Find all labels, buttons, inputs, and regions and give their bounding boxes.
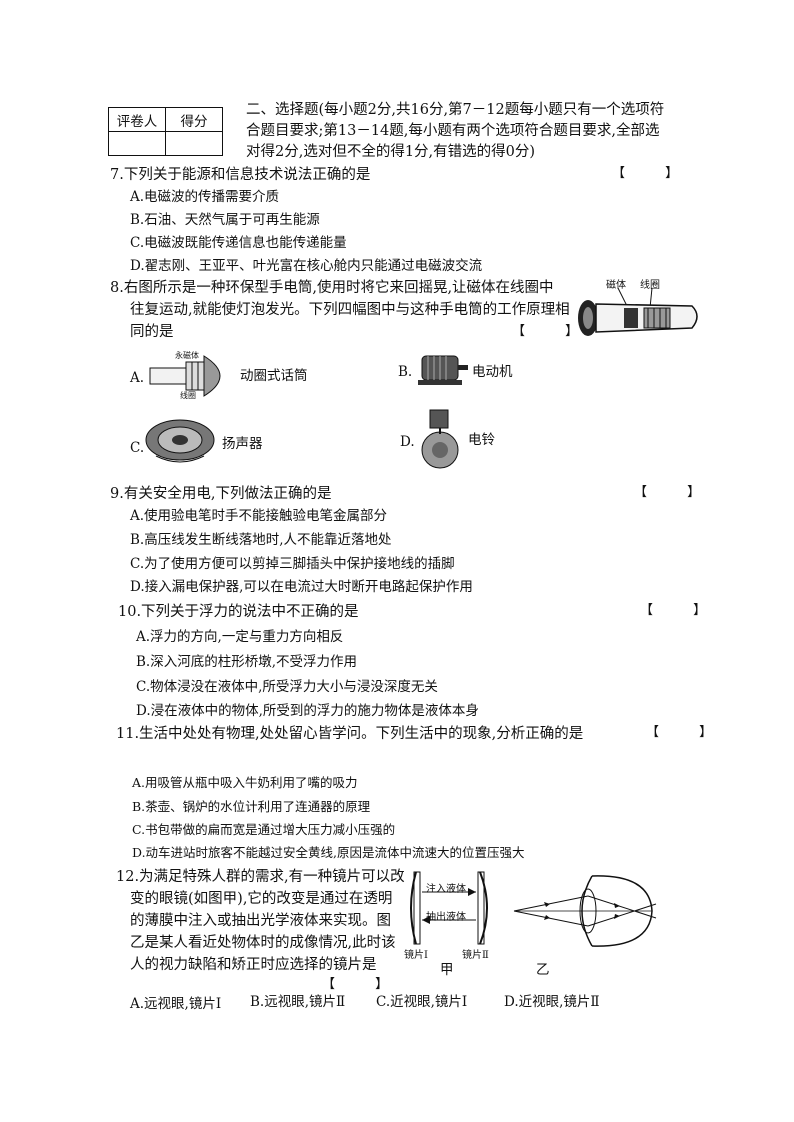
q12-stem-line5: 人的视力缺陷和矫正时应选择的镜片是: [130, 957, 377, 973]
section-header-line1: 二、选择题(每小题2分,共16分,第7－12题每小题只有一个选项符: [246, 102, 665, 118]
q7-answer-bracket[interactable]: 【 】: [612, 166, 697, 181]
q12-fig-inject-label: 注入液体: [426, 884, 466, 895]
q12-stem-line3: 的薄膜中注入或抽出光学液体来实现。图: [130, 913, 391, 929]
score-table: 评卷人 得分: [108, 107, 223, 156]
q10-option-a: A.浮力的方向,一定与重力方向相反: [136, 629, 344, 645]
q9-option-d: D.接入漏电保护器,可以在电流过大时断开电路起保护作用: [130, 579, 473, 595]
q7-option-b: B.石油、天然气属于可再生能源: [130, 212, 320, 228]
q10-stem: 10.下列关于浮力的说法中不正确的是: [118, 604, 359, 620]
q8-option-b-label: 电动机: [472, 364, 513, 380]
q8-answer-bracket[interactable]: 【 】: [512, 324, 597, 339]
q8-option-a-letter: A.: [130, 370, 145, 386]
q11-option-c: C.书包带做的扁而宽是通过增大压力减小压强的: [132, 822, 396, 837]
q10-option-d: D.浸在液体中的物体,所受到的浮力的施力物体是液体本身: [136, 703, 479, 719]
score-cell[interactable]: [165, 131, 223, 156]
q12-stem-line4: 乙是某人看近处物体时的成像情况,此时该: [130, 935, 396, 951]
q8-option-b-letter: B.: [398, 364, 413, 380]
q9-answer-bracket[interactable]: 【 】: [634, 485, 719, 500]
q8-stem-line3: 同的是: [130, 324, 174, 340]
q12-fig-lens2-label: 镜片Ⅱ: [462, 950, 489, 961]
q7-option-c: C.电磁波既能传递信息也能传递能量: [130, 235, 347, 251]
q7-option-d: D.翟志刚、王亚平、叶光富在核心舱内只能通过电磁波交流: [130, 258, 483, 274]
electric-motor-icon: [418, 355, 468, 385]
q12-option-b: B.远视眼,镜片Ⅱ: [250, 994, 346, 1010]
q9-stem: 9.有关安全用电,下列做法正确的是: [110, 486, 332, 502]
reviewer-cell[interactable]: [108, 131, 166, 156]
q8-option-a-label: 动圈式话筒: [240, 368, 308, 384]
speaker-icon: [145, 419, 215, 463]
q12-fig-jia-caption: 甲: [440, 962, 454, 978]
q8-stem-line2: 往复运动,就能使灯泡发光。下列四幅图中与这种手电筒的工作原理相: [130, 302, 570, 318]
q12-option-d: D.近视眼,镜片Ⅱ: [504, 994, 600, 1010]
q11-option-a: A.用吸管从瓶中吸入牛奶利用了嘴的吸力: [132, 775, 358, 790]
q8-option-d-label: 电铃: [468, 432, 495, 448]
q8-option-d-letter: D.: [400, 434, 415, 450]
q9-option-a: A.使用验电笔时手不能接触验电笔金属部分: [130, 508, 388, 524]
q12-stem-line2: 变的眼镜(如图甲),它的改变是通过在透明: [130, 891, 393, 907]
q11-option-d: D.动车进站时旅客不能越过安全黄线,原因是流体中流速大的位置压强大: [132, 845, 525, 860]
flashlight-figure: [578, 287, 698, 336]
section-header-line2: 合题目要求;第13－14题,每小题有两个选项符合题目要求,全部选: [246, 123, 660, 139]
q8-stem-line1: 8.右图所示是一种环保型手电筒,使用时将它来回摇晃,让磁体在线圈中: [110, 280, 554, 296]
q8-option-c-letter: C.: [130, 440, 145, 456]
q12-stem-line1: 12.为满足特殊人群的需求,有一种镜片可以改: [116, 869, 405, 885]
q8-fig-coil-label: 线圈: [640, 280, 660, 291]
q8-a-magnet-note: 永磁体: [175, 351, 199, 360]
q8-fig-magnet-label: 磁体: [606, 280, 626, 291]
q10-answer-bracket[interactable]: 【 】: [640, 603, 725, 618]
adjustable-lens-figure: [410, 871, 488, 945]
q9-option-b: B.高压线发生断线落地时,人不能靠近落地处: [130, 532, 392, 548]
q10-option-b: B.深入河底的柱形桥墩,不受浮力作用: [136, 654, 358, 670]
q12-option-a: A.远视眼,镜片Ⅰ: [130, 996, 222, 1012]
q9-option-c: C.为了使用方便可以剪掉三脚插头中保护接地线的插脚: [130, 556, 455, 572]
q12-option-c: C.近视眼,镜片Ⅰ: [376, 994, 468, 1010]
q8-option-c-label: 扬声器: [222, 436, 263, 452]
reviewer-header: 评卷人: [108, 107, 166, 132]
q11-option-b: B.茶壶、锅炉的水位计利用了连通器的原理: [132, 799, 371, 814]
q7-stem: 7.下列关于能源和信息技术说法正确的是: [110, 167, 371, 183]
q12-fig-extract-label: 抽出液体: [426, 912, 466, 923]
q11-answer-bracket[interactable]: 【 】: [646, 725, 731, 740]
q12-fig-yi-caption: 乙: [536, 962, 550, 978]
q10-option-c: C.物体浸没在液体中,所受浮力大小与浸没深度无关: [136, 679, 438, 695]
q8-a-coil-note: 线圈: [180, 391, 196, 400]
eye-diagram: [513, 875, 657, 947]
q12-answer-bracket[interactable]: 【 】: [322, 977, 407, 992]
section-header-line3: 对得2分,选对但不全的得1分,有错选的得0分): [246, 144, 536, 160]
dynamic-microphone-icon: [149, 355, 221, 397]
q12-fig-lens1-label: 镜片Ⅰ: [404, 950, 428, 961]
q11-stem: 11.生活中处处有物理,处处留心皆学问。下列生活中的现象,分析正确的是: [116, 726, 584, 742]
electric-bell-icon: [421, 409, 459, 469]
q7-option-a: A.电磁波的传播需要介质: [130, 189, 280, 205]
score-header: 得分: [165, 107, 223, 132]
